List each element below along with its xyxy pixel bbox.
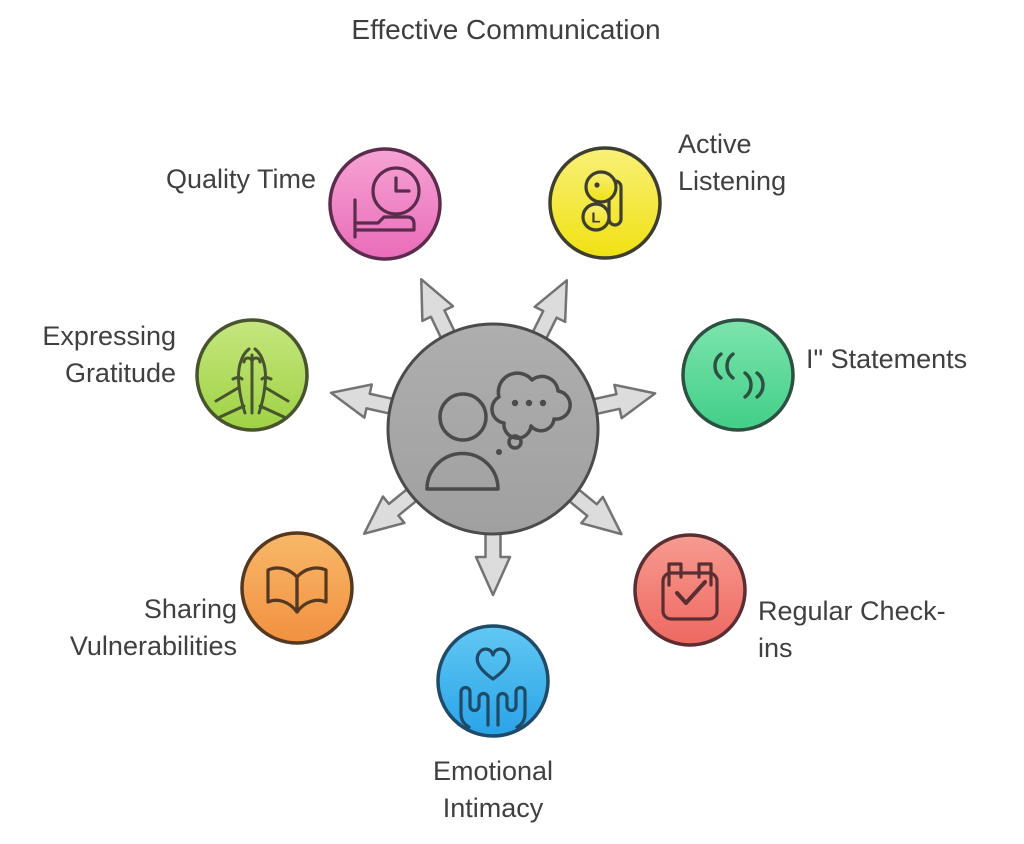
bed-clock-icon <box>353 166 421 239</box>
praying-hands-icon <box>214 347 290 419</box>
emotional-intimacy-circle <box>436 624 550 738</box>
heart-in-hands-icon <box>459 647 527 729</box>
node-active-listening: L <box>548 146 662 260</box>
label-emotional-intimacy: Emotional Intimacy <box>432 756 554 823</box>
label-i-statements: I" Statements <box>806 344 968 374</box>
node-quality-time <box>328 147 442 261</box>
label-active-listening: Active Listening <box>678 129 787 196</box>
node-i-statements <box>681 318 795 432</box>
node-sharing-vulnerabilities <box>240 531 354 645</box>
open-book-icon <box>266 566 328 614</box>
node-regular-check-ins <box>633 533 747 647</box>
node-emotional-intimacy <box>436 624 550 738</box>
thought-dots <box>496 399 547 455</box>
earbud-icon: L <box>581 170 623 232</box>
label-quality-time: Quality Time <box>165 164 316 194</box>
label-regular-check-ins: Regular Check- ins <box>758 596 946 663</box>
hub-node <box>386 322 600 536</box>
label-sharing-vulnerabilities: Sharing Vulnerabilities <box>69 594 237 661</box>
diagram-title: Effective Communication <box>351 14 661 45</box>
regular-check-ins-circle <box>633 533 747 647</box>
label-expressing-gratitude: Expressing Gratitude <box>42 321 176 388</box>
left-earbud-badge: L <box>591 210 600 227</box>
node-expressing-gratitude <box>195 318 309 432</box>
i-statements-circle <box>681 318 795 432</box>
calendar-check-icon <box>661 562 719 621</box>
hub-circle <box>386 322 600 536</box>
person-thinking-icon <box>425 371 572 491</box>
quality-time-circle <box>328 147 442 261</box>
